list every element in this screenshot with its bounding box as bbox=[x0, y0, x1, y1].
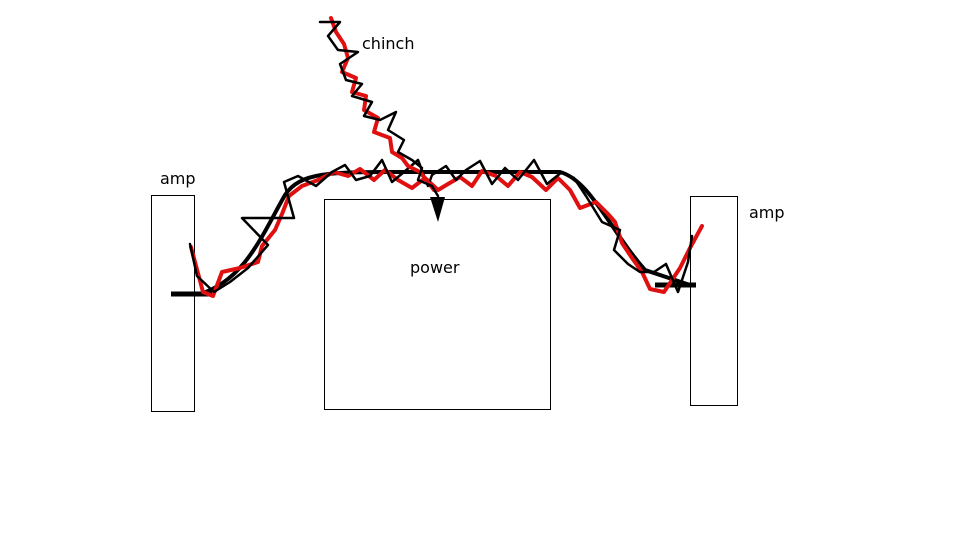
main-cable-black-wire bbox=[188, 158, 694, 294]
main-cable-red-wire bbox=[189, 167, 704, 298]
power-terminal bbox=[430, 197, 445, 222]
amp-right-box bbox=[690, 196, 738, 406]
amp-left-label: amp bbox=[160, 169, 196, 188]
amp-left-box bbox=[151, 195, 195, 412]
chinch-label: chinch bbox=[362, 34, 414, 53]
chinch-cable-red-wire bbox=[329, 16, 436, 192]
chinch-cable-black-wire bbox=[318, 20, 440, 198]
power-label: power bbox=[410, 258, 460, 277]
amp-right-label: amp bbox=[749, 203, 785, 222]
power-box bbox=[324, 199, 551, 410]
